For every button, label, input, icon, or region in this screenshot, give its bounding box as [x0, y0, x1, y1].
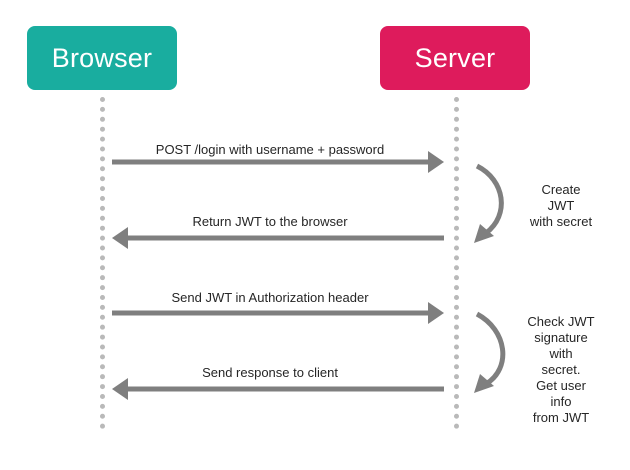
message-arrow-2	[112, 227, 444, 249]
actor-server: Server	[380, 26, 530, 90]
note-create-jwt: Create JWT with secret	[529, 182, 593, 229]
message-label-2: Return JWT to the browser	[192, 214, 348, 229]
note-check-jwt: Check JWT signature with secret. Get use…	[527, 314, 595, 425]
lifeline-browser	[100, 97, 105, 429]
message-label-3: Send JWT in Authorization header	[171, 290, 369, 305]
lifeline-server	[454, 97, 459, 429]
message-arrow-4	[112, 378, 444, 400]
message-arrow-1	[112, 151, 444, 173]
self-loop-arrow-2	[474, 311, 506, 393]
message-label-1: POST /login with username + password	[155, 142, 385, 157]
actor-browser-label: Browser	[51, 42, 153, 73]
message-label-4: Send response to client	[202, 365, 338, 380]
self-loop-arrow-1	[474, 163, 504, 243]
message-arrow-3	[112, 302, 444, 324]
actor-browser: Browser	[27, 26, 177, 90]
actor-server-label: Server	[414, 42, 496, 73]
